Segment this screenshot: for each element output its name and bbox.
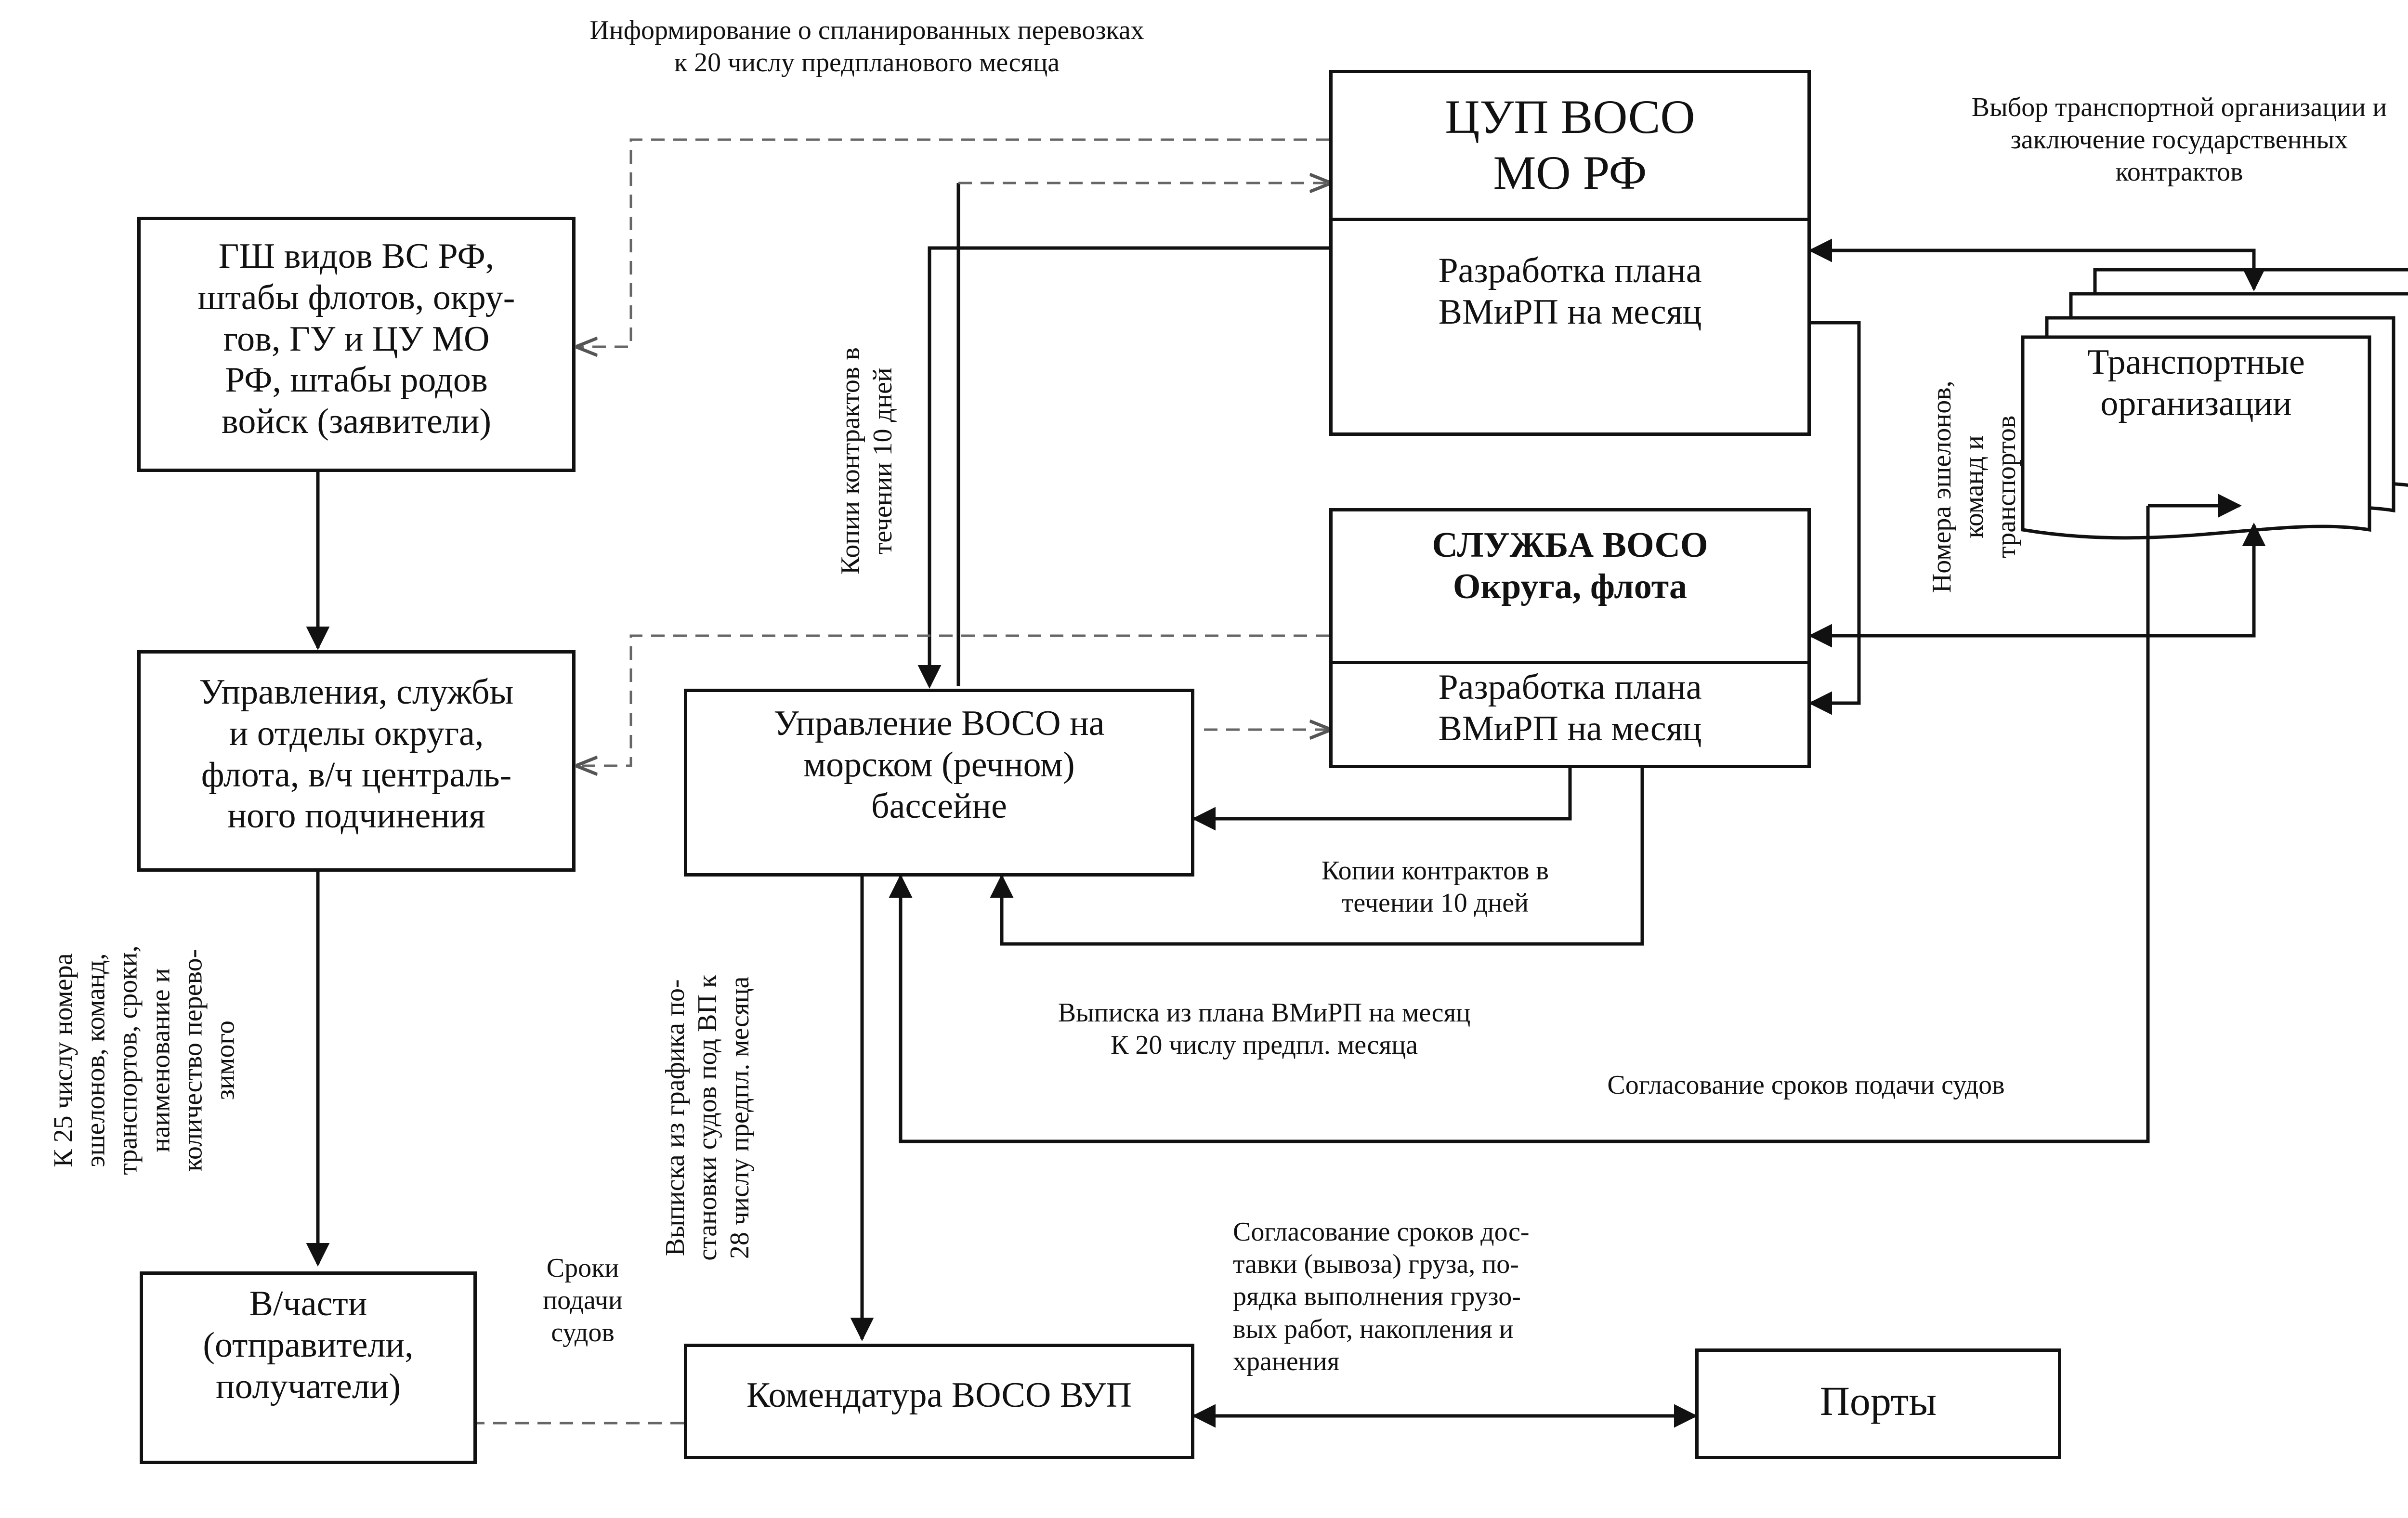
label-kopii-contracts-1: Копии контрактов в течении 10 дней	[835, 347, 898, 575]
gsh-box	[137, 217, 576, 472]
cup-voso-box	[1329, 70, 1811, 436]
gsh-text: ГШ видов ВС РФ, штабы флотов, окру- гов,…	[197, 236, 515, 442]
label-sroki: Сроки подачи судов	[543, 1253, 623, 1348]
uprav-box	[137, 650, 576, 872]
komendatura-text: Комендатура ВОСО ВУП	[746, 1375, 1132, 1415]
arrow-sluzhba-to-uprvoso	[1192, 768, 1572, 831]
sluzhba-plan-text: Разработка плана ВМиРП на месяц	[1438, 667, 1702, 748]
label-vybor: Выбор транспортной организации и заключе…	[1971, 92, 2387, 187]
vchasti-box	[140, 1271, 477, 1464]
sluzhba-voso-box	[1329, 508, 1811, 768]
upr-voso-basin-text: Управление ВОСО на морском (речном) басс…	[773, 704, 1105, 826]
label-vypiska-grafik: Выписка из графика по- становки судов по…	[660, 974, 755, 1261]
sluzhba-voso-title: СЛУЖБА ВОСО Округа, флота	[1432, 525, 1708, 606]
cup-plan-text: Разработка плана ВМиРП на месяц	[1438, 251, 1702, 332]
transport-orgs-text: Транспортные организации	[2087, 342, 2305, 423]
porty-text: Порты	[1819, 1378, 1937, 1424]
label-kopii-contracts-2: Копии контрактов в течении 10 дней	[1322, 856, 1549, 918]
arrow-cup-to-uprvoso	[917, 246, 1329, 689]
arrow-sluzhba-transport	[1808, 523, 2266, 648]
porty-box	[1695, 1348, 2061, 1459]
label-k25: К 25 числу номера эшелонов, команд, тран…	[48, 945, 240, 1175]
cup-voso-title: ЦУП ВОСО МО РФ	[1445, 90, 1695, 199]
komendatura-box	[684, 1344, 1194, 1459]
arrow-cup-to-gsh	[578, 138, 1329, 347]
label-vypiska-plan: Выписка из плана ВМиРП на месяц К 20 чис…	[1058, 998, 1471, 1060]
vchasti-text: В/части (отправители, получатели)	[203, 1284, 414, 1406]
arrow-transport-soglas	[889, 506, 2150, 1143]
upr-voso-basin-box	[684, 689, 1194, 877]
label-inform: Информирование о спланированных перевозк…	[589, 15, 1144, 78]
arrow-cup-transport	[1808, 238, 2266, 291]
label-soglas-sudov: Согласование сроков подачи судов	[1607, 1070, 2005, 1100]
arrow-sluzhba-to-uprav	[578, 634, 1329, 766]
solid-connectors	[306, 183, 2266, 1428]
uprav-text: Управления, службы и отделы округа, флот…	[199, 672, 514, 836]
label-nomera: Номера эшелонов, команд и транспортов	[1927, 380, 2022, 593]
transport-doc-stack	[2021, 268, 2408, 540]
label-soglas-dost: Согласование сроков дос- тавки (вывоза) …	[1233, 1217, 1530, 1376]
arrow-sluzhba-kopii	[990, 768, 1644, 946]
arrow-cup-to-sluzhba	[1808, 321, 1861, 715]
